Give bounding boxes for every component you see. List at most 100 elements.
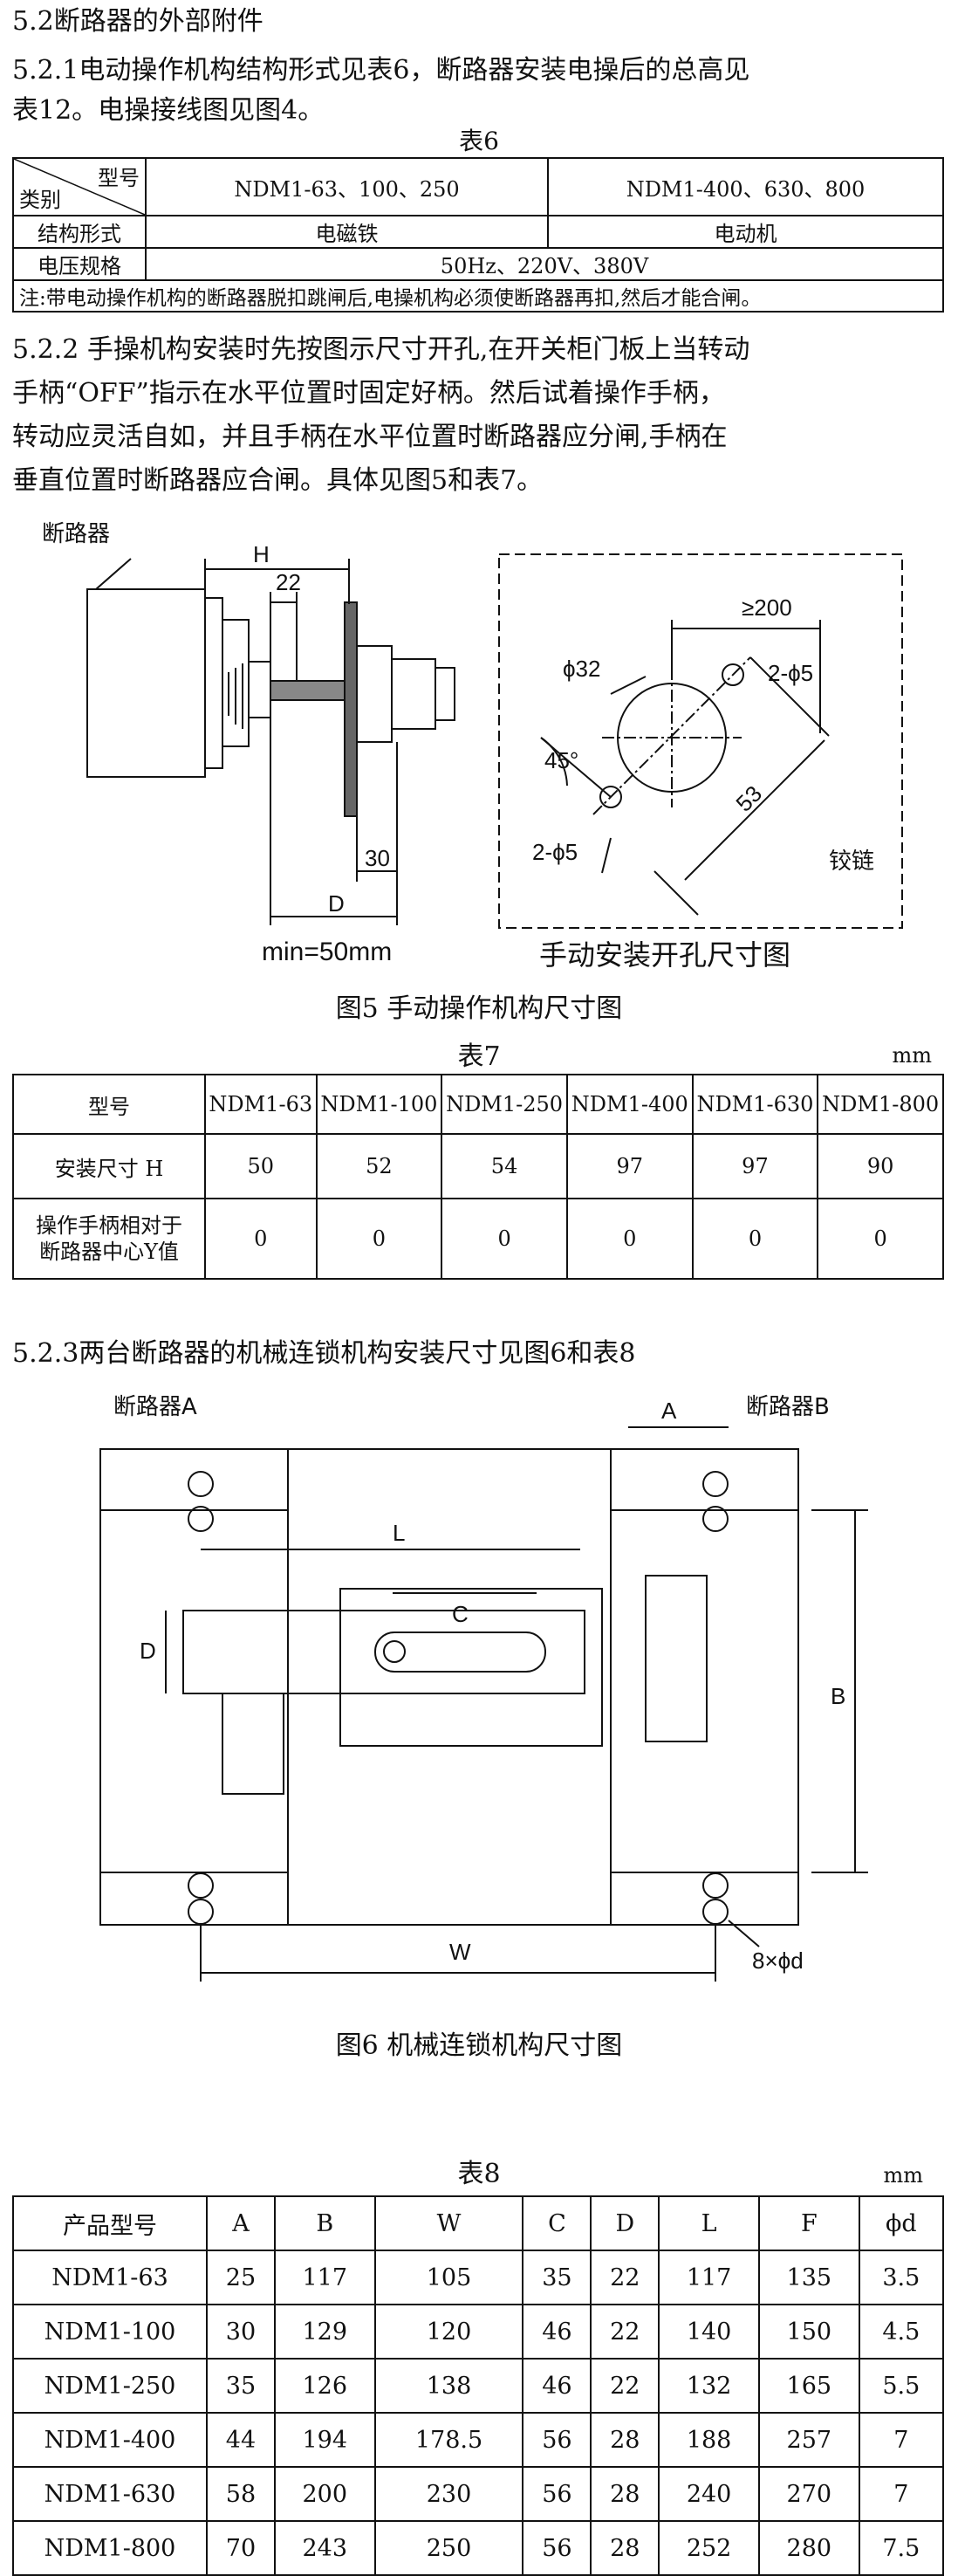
table-cell: NDM1-63 xyxy=(12,2250,208,2305)
table-cell: 54 xyxy=(441,1133,568,1199)
table-cell: 70 xyxy=(206,2520,276,2576)
fig5-right-title: 手动安装开孔尺寸图 xyxy=(539,938,790,972)
table-cell: 44 xyxy=(206,2412,276,2468)
fig6-dim-C: C xyxy=(452,1601,469,1627)
table8-header: L xyxy=(658,2195,760,2251)
table-row: 操作手柄相对于断路器中心Y值 0 0 0 0 0 0 xyxy=(12,1198,944,1280)
fig6-dim-W: W xyxy=(449,1939,471,1965)
section-heading-5-2: 5.2断路器的外部附件 xyxy=(12,6,263,37)
table-cell: 194 xyxy=(273,2412,376,2468)
table-cell: NDM1-400 xyxy=(12,2412,208,2468)
table-cell: 129 xyxy=(273,2304,376,2360)
table6-corner-category: 类别 xyxy=(19,188,61,212)
table7-unit: mm xyxy=(892,1043,932,1068)
table6-voltage: 50Hz、220V、380V xyxy=(145,247,944,281)
table-cell: 46 xyxy=(522,2358,592,2414)
para-522-line2: 手柄“OFF”指示在水平位置时固定好柄。然后试着操作手柄， xyxy=(12,378,725,409)
table6-struct-label: 结构形式 xyxy=(12,215,147,249)
fig5-dim-200: ≥200 xyxy=(742,594,792,621)
table-cell: 52 xyxy=(315,1133,443,1199)
para-521-line2: 表12。电操接线图见图4。 xyxy=(12,95,325,126)
fig5-dim-22: 22 xyxy=(276,569,301,595)
table-cell: 4.5 xyxy=(858,2304,945,2360)
table8-header: W xyxy=(373,2195,524,2251)
table-cell: 0 xyxy=(315,1198,443,1280)
table-cell: 0 xyxy=(204,1198,318,1280)
table6-caption: 表6 xyxy=(459,127,499,155)
interlock-drawing xyxy=(99,1426,868,1982)
table6-voltage-label: 电压规格 xyxy=(12,247,147,281)
table-cell: 5.5 xyxy=(858,2358,945,2414)
fig5-dim-H: H xyxy=(253,541,270,567)
table8-header: 产品型号 xyxy=(12,2195,208,2251)
table8-unit: mm xyxy=(883,2163,923,2188)
table6-corner: 型号 类别 xyxy=(12,157,147,216)
table-cell: NDM1-630 xyxy=(12,2466,208,2522)
table-cell: 46 xyxy=(522,2304,592,2360)
table-cell: 252 xyxy=(658,2520,760,2576)
table-cell: 28 xyxy=(590,2466,660,2522)
fig5-breaker-label: 断路器 xyxy=(42,521,110,547)
table7-header: NDM1-100 xyxy=(315,1074,443,1135)
table-cell: 117 xyxy=(658,2250,760,2305)
table-cell: 120 xyxy=(373,2304,524,2360)
handle-mechanism-drawing xyxy=(86,558,455,925)
fig5-caption: 图5 手动操作机构尺寸图 xyxy=(335,993,623,1024)
table-cell: 270 xyxy=(757,2466,860,2522)
table-cell: 165 xyxy=(757,2358,860,2414)
table-cell: 150 xyxy=(757,2304,860,2360)
table8-header: ϕd xyxy=(858,2195,945,2251)
table-cell: 250 xyxy=(373,2520,524,2576)
table-cell: 58 xyxy=(206,2466,276,2522)
table-cell: 0 xyxy=(691,1198,819,1280)
table7-header: NDM1-630 xyxy=(691,1074,819,1135)
table-cell: 28 xyxy=(590,2412,660,2468)
fig6-dim-B: B xyxy=(831,1683,845,1709)
table7-row-label: 操作手柄相对于断路器中心Y值 xyxy=(12,1198,206,1280)
table-cell: 56 xyxy=(522,2412,592,2468)
table7-header: NDM1-400 xyxy=(565,1074,694,1135)
fig6-breaker-B: 断路器B xyxy=(746,1394,830,1420)
para-522-line4: 垂直位置时断路器应合闸。具体见图5和表7。 xyxy=(12,465,544,496)
table-cell: 188 xyxy=(658,2412,760,2468)
table6-corner-model: 型号 xyxy=(98,166,140,190)
table-cell: 22 xyxy=(590,2250,660,2305)
label-line: 操作手柄相对于 xyxy=(36,1213,182,1238)
fig5-min-label: min=50mm xyxy=(262,938,392,966)
table-cell: NDM1-100 xyxy=(12,2304,208,2360)
table-cell: 56 xyxy=(522,2466,592,2522)
table-cell: 140 xyxy=(658,2304,760,2360)
table7-header: NDM1-800 xyxy=(817,1074,944,1135)
fig5-holes-top-right: 2-ϕ5 xyxy=(768,660,813,686)
fig5-phi32: ϕ32 xyxy=(563,656,600,682)
table-cell: 50 xyxy=(204,1133,318,1199)
table-cell: 178.5 xyxy=(373,2412,524,2468)
fig6-caption: 图6 机械连锁机构尺寸图 xyxy=(335,2030,623,2061)
figure6: 断路器A 断路器B A L C D B W 8×ϕd xyxy=(99,1394,868,1982)
table-cell: 0 xyxy=(817,1198,944,1280)
table-cell: 35 xyxy=(522,2250,592,2305)
table-cell: 22 xyxy=(590,2358,660,2414)
table-cell: 0 xyxy=(565,1198,694,1280)
table-cell: 126 xyxy=(273,2358,376,2414)
table6-col2-header: NDM1-400、630、800 xyxy=(547,157,944,216)
table-cell: 243 xyxy=(273,2520,376,2576)
fig5-hinge-label: 铰链 xyxy=(829,848,874,875)
table7: 型号 NDM1-63 NDM1-100 NDM1-250 NDM1-400 ND… xyxy=(12,1074,944,1280)
table6: 型号 类别 NDM1-63、100、250 NDM1-400、630、800 结… xyxy=(12,157,944,313)
table-cell: 7 xyxy=(858,2412,945,2468)
fig6-dim-A: A xyxy=(661,1398,677,1424)
fig5-dim-53: 53 xyxy=(730,780,767,817)
fig6-dim-D: D xyxy=(140,1638,156,1664)
table7-header-model: 型号 xyxy=(12,1074,206,1135)
table7-header: NDM1-250 xyxy=(441,1074,568,1135)
table-cell: 132 xyxy=(658,2358,760,2414)
fig5-dim-D: D xyxy=(328,890,345,917)
cutout-drawing xyxy=(498,553,903,929)
fig6-holes-label: 8×ϕd xyxy=(752,1947,804,1974)
